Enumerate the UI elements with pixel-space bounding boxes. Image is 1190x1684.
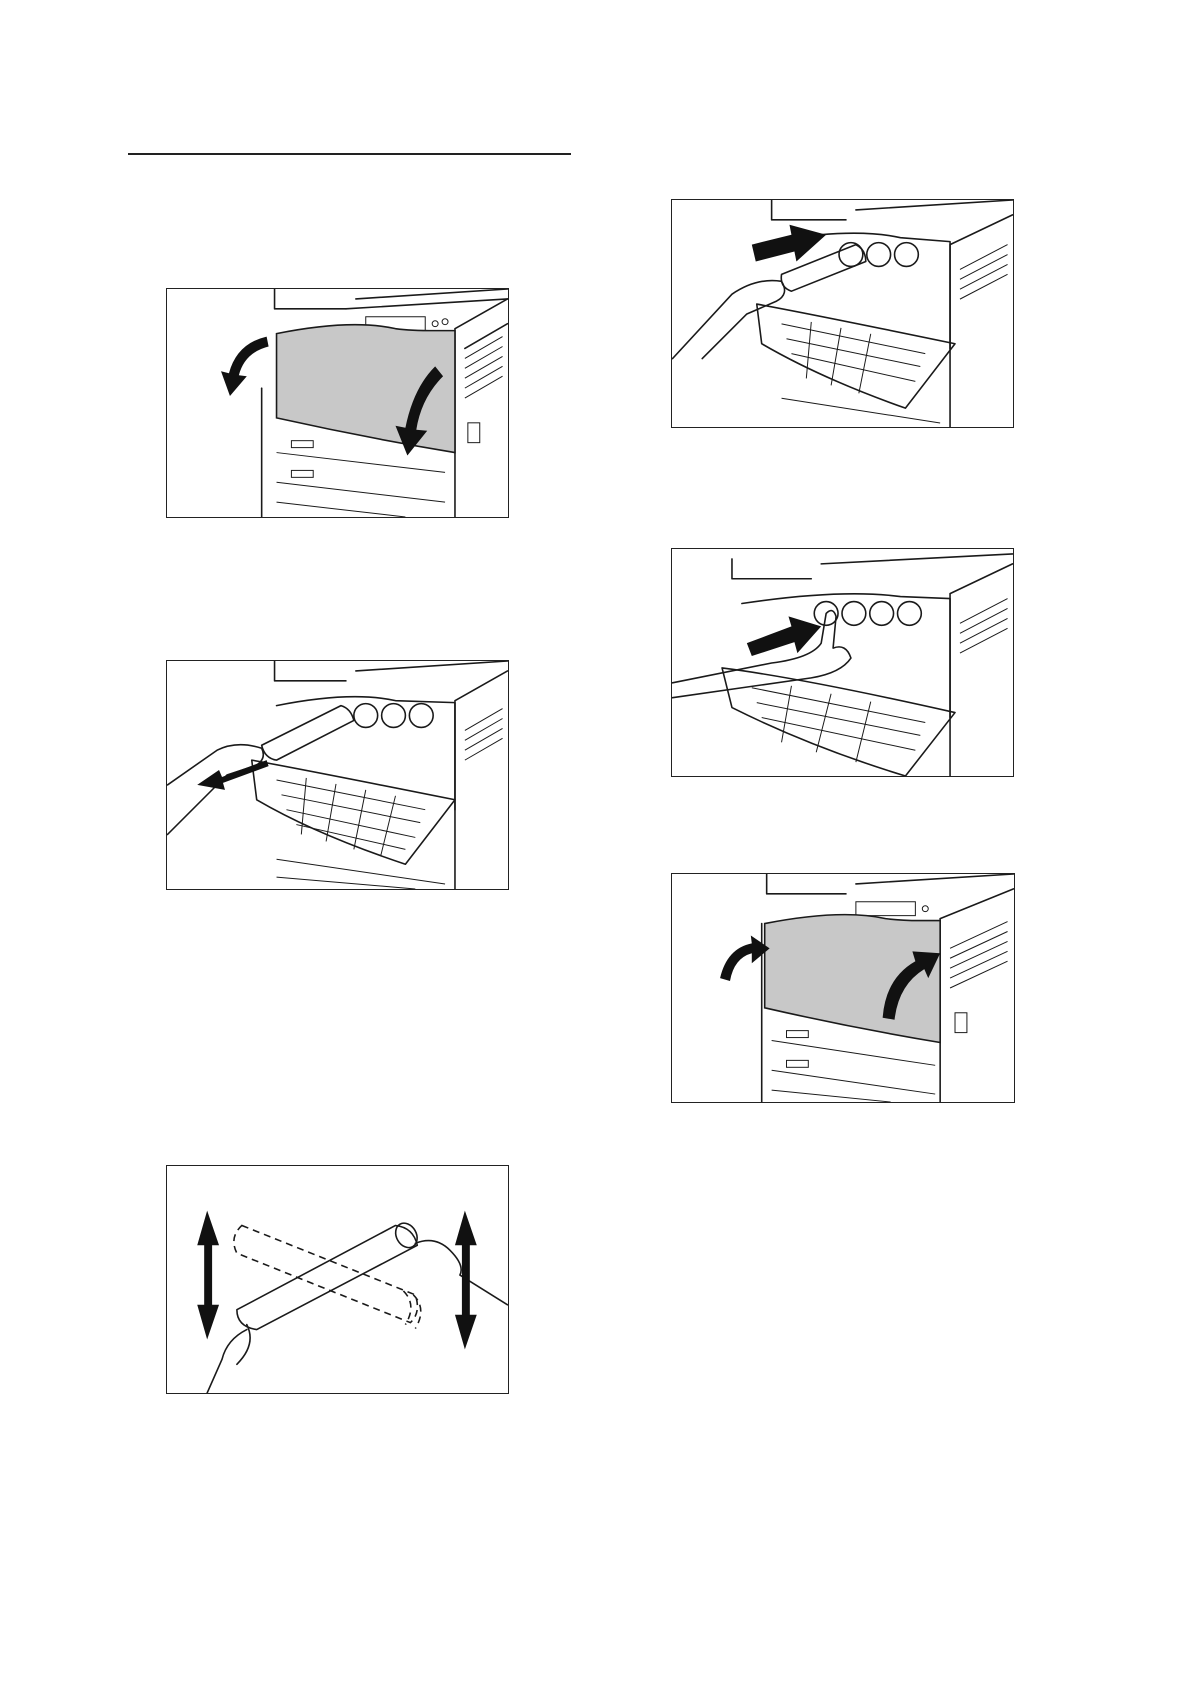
figure-insert-toner-cartridge (671, 199, 1014, 428)
figure-open-front-cover (166, 288, 509, 518)
toner-cartridge-outline (234, 1225, 418, 1322)
front-cover-icon (765, 915, 940, 1043)
hand-icon (207, 1325, 250, 1393)
arrow-left-icon (197, 760, 268, 790)
figure-remove-toner-cartridge (166, 660, 509, 890)
figure-push-cartridge-in (671, 548, 1014, 777)
curved-arrow-down-icon (221, 337, 269, 396)
hand-icon (415, 1241, 507, 1305)
section-divider (128, 153, 571, 155)
toner-cartridge-icon (262, 706, 354, 761)
arrow-right-icon (747, 616, 821, 656)
figure-shake-new-cartridge (166, 1165, 509, 1394)
figure-close-front-cover (671, 873, 1015, 1103)
double-arrow-vertical-icon (197, 1211, 219, 1340)
printer-icon (252, 661, 508, 889)
hand-icon (167, 745, 263, 835)
arrow-right-icon (752, 225, 826, 262)
control-panel-icon (856, 902, 928, 916)
double-arrow-vertical-icon (455, 1211, 477, 1350)
